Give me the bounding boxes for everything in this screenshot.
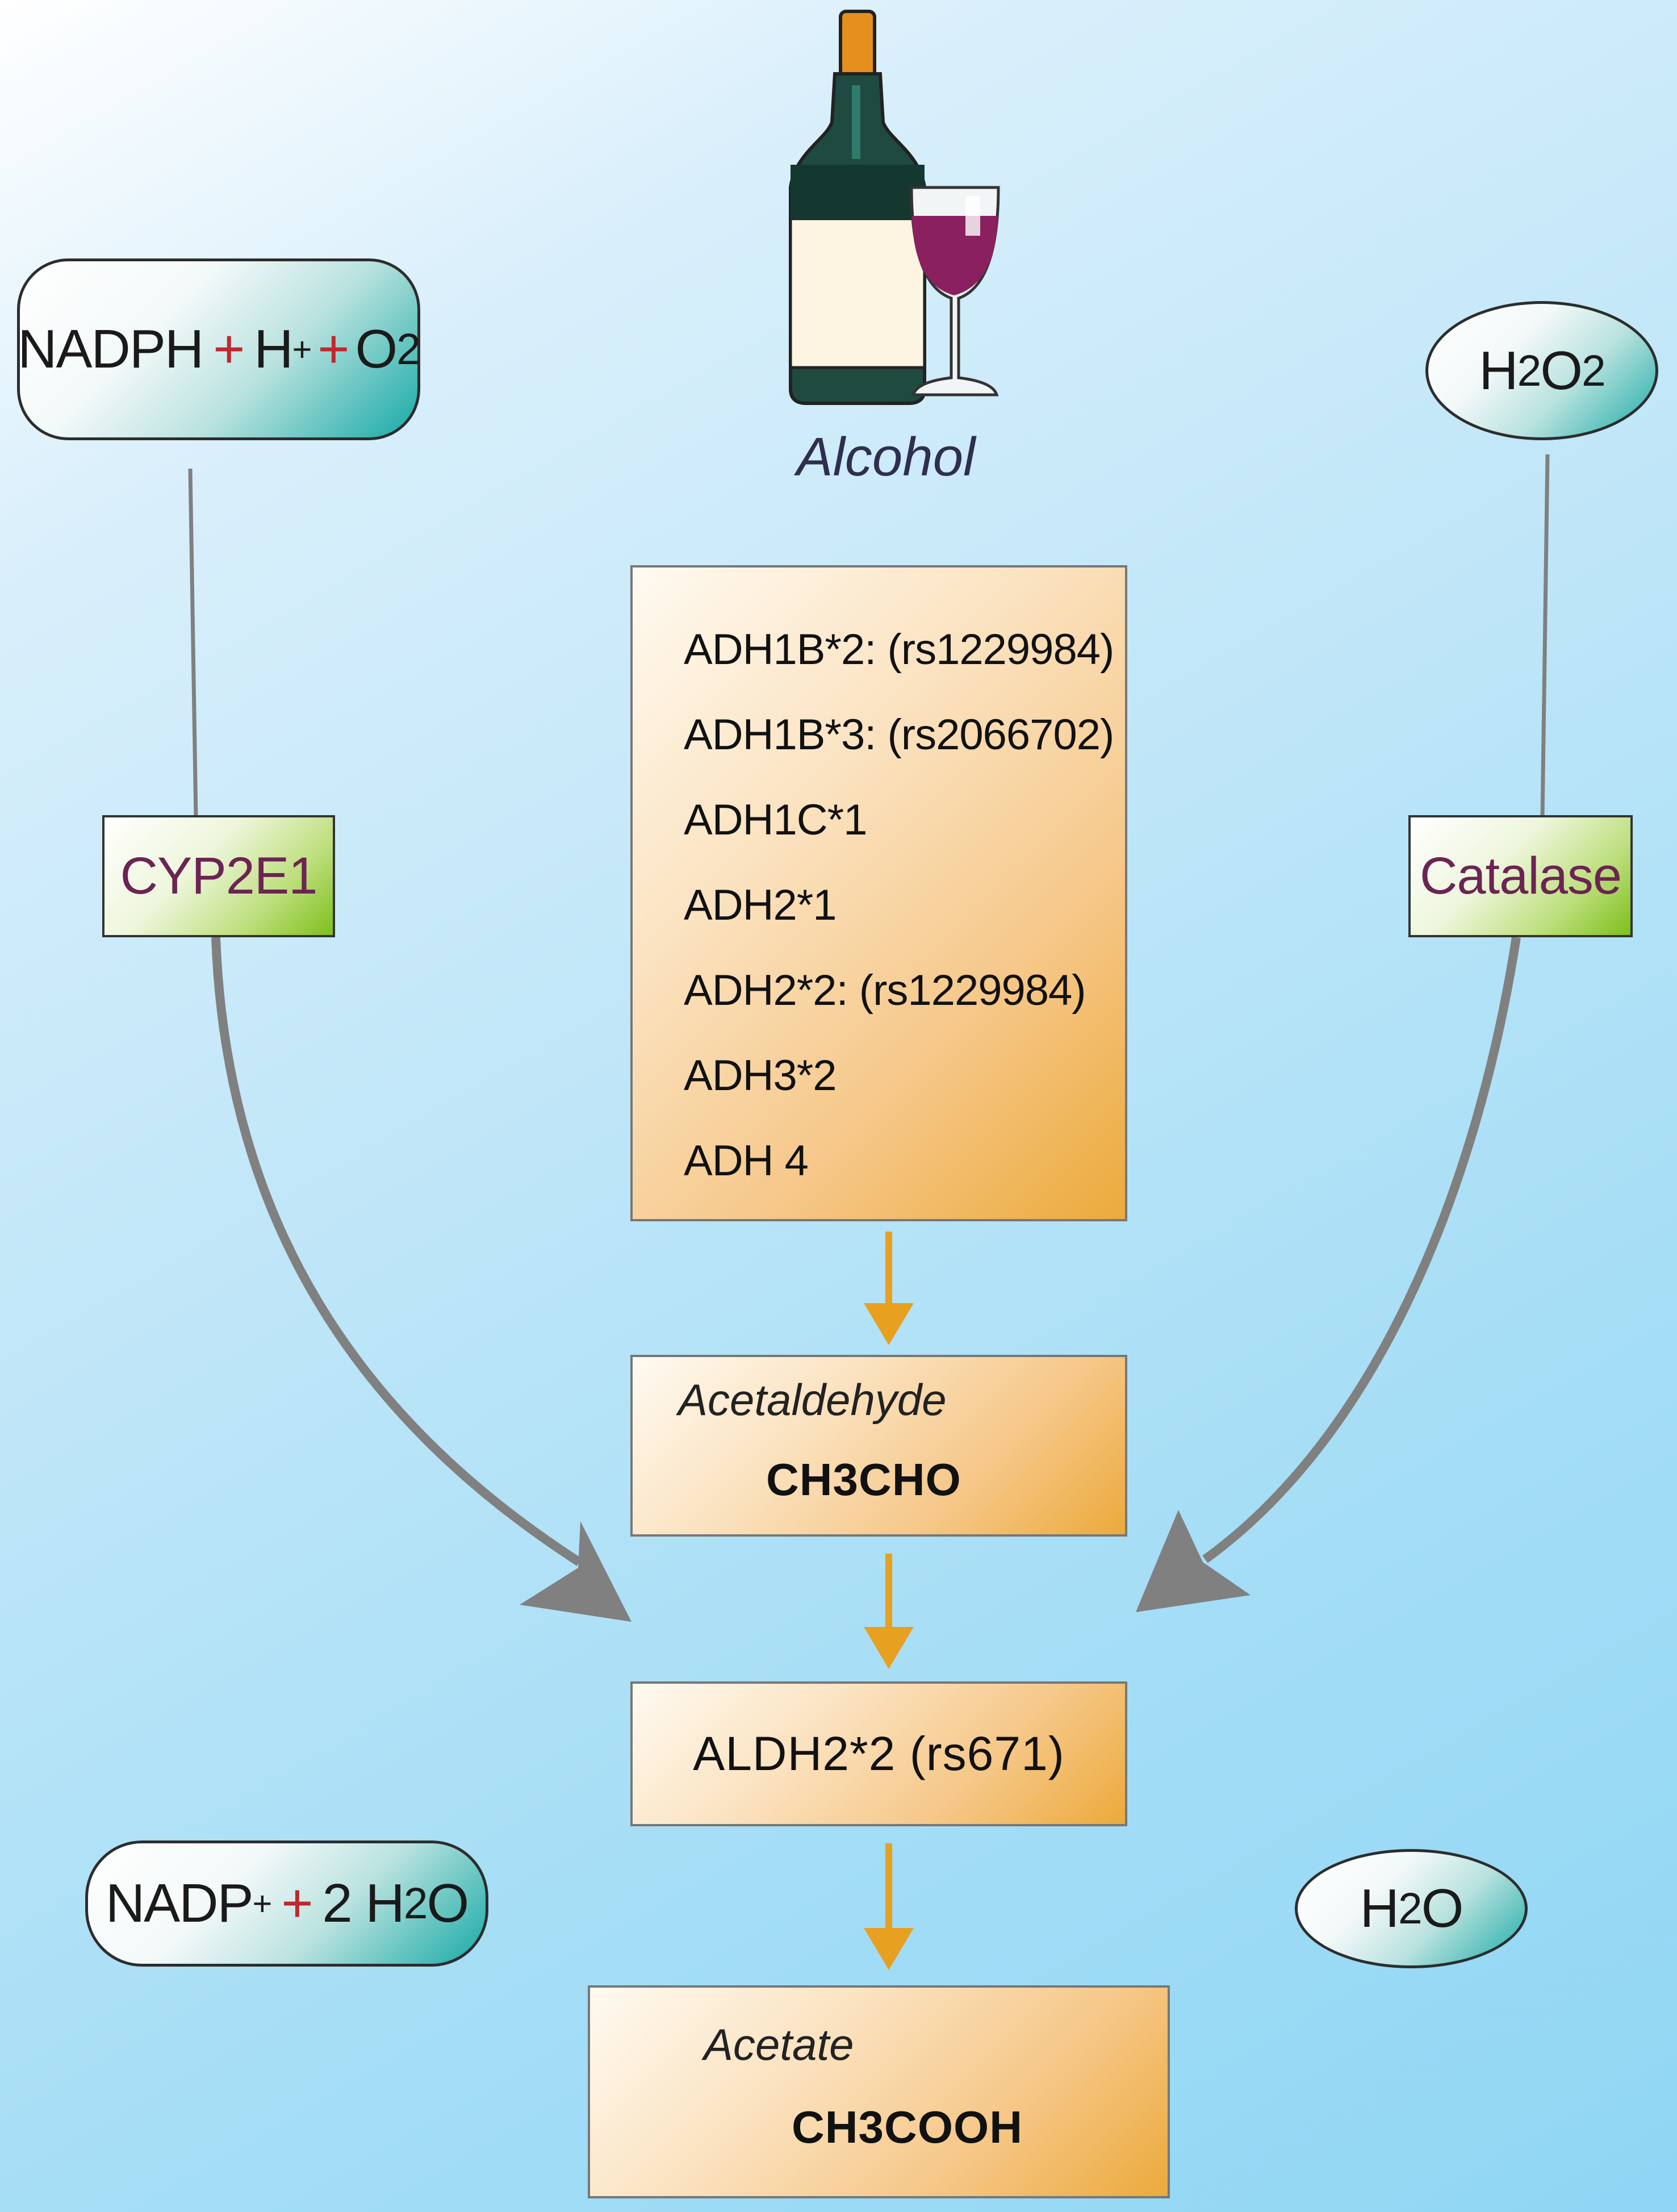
acetate-formula: CH3COOH	[792, 2102, 1023, 2152]
h2o2-h: H	[1479, 340, 1518, 401]
oxygen: O	[355, 319, 398, 379]
adh-variant-box: ADH1B*2: (rs1229984) ADH1B*3: (rs2066702…	[630, 565, 1127, 1221]
acetaldehyde-name: Acetaldehyde	[678, 1375, 947, 1425]
cyp-pathway-arrow	[211, 937, 582, 1566]
water-coefficient: 2 H	[322, 1873, 404, 1934]
adh-variant: ADH1B*3: (rs2066702)	[684, 711, 1114, 759]
adh-variant-list: ADH1B*2: (rs1229984) ADH1B*3: (rs2066702…	[684, 607, 1114, 1204]
cyp-pathway-line	[188, 468, 198, 819]
alcohol-label: Alcohol	[796, 427, 976, 487]
cyp-arrowhead	[520, 1521, 632, 1622]
adh-variant: ADH3*2	[684, 1051, 837, 1100]
catalase-pathway-line	[1540, 454, 1550, 819]
water-oxygen: O	[426, 1873, 469, 1934]
plus-sign: +	[213, 319, 245, 379]
adh-variant: ADH2*2: (rs1229984)	[684, 966, 1086, 1015]
h2o-o: O	[1421, 1878, 1464, 1939]
aldh-label: ALDH2*2 (rs671)	[693, 1727, 1065, 1780]
h2o-h: H	[1360, 1878, 1399, 1939]
adh-variant: ADH1B*2: (rs1229984)	[684, 625, 1114, 674]
nadph-name: NADPH	[18, 319, 204, 379]
wine-glass-icon	[910, 186, 1000, 397]
acetate-box: Acetate CH3COOH	[588, 1985, 1170, 2198]
adh-variant: ADH2*1	[684, 881, 837, 929]
arrowhead-2	[864, 1627, 914, 1669]
aldh-box: ALDH2*2 (rs671)	[630, 1681, 1127, 1826]
adh-variant: ADH1C*1	[684, 796, 867, 844]
catalase-pathway-arrow	[1202, 936, 1521, 1563]
nadp-name: NADP	[105, 1873, 254, 1934]
acetaldehyde-box: Acetaldehyde CH3CHO	[630, 1355, 1127, 1537]
enzyme-catalase: Catalase	[1408, 815, 1633, 937]
acetate-name: Acetate	[704, 2019, 854, 2069]
plus-sign: +	[317, 319, 349, 379]
enzyme-cyp2e1: CYP2E1	[102, 815, 335, 937]
wine-bottle-icon	[789, 10, 926, 405]
plus-sign: +	[281, 1873, 313, 1934]
catalase-arrowhead	[1136, 1510, 1251, 1612]
arrowhead-1	[864, 1303, 914, 1345]
acetaldehyde-formula: CH3CHO	[766, 1454, 961, 1505]
arrowhead-3	[864, 1928, 914, 1970]
h2o2-o: O	[1540, 340, 1583, 401]
hydrogen-ion: H	[254, 319, 293, 379]
adh-variant: ADH 4	[684, 1137, 809, 1185]
